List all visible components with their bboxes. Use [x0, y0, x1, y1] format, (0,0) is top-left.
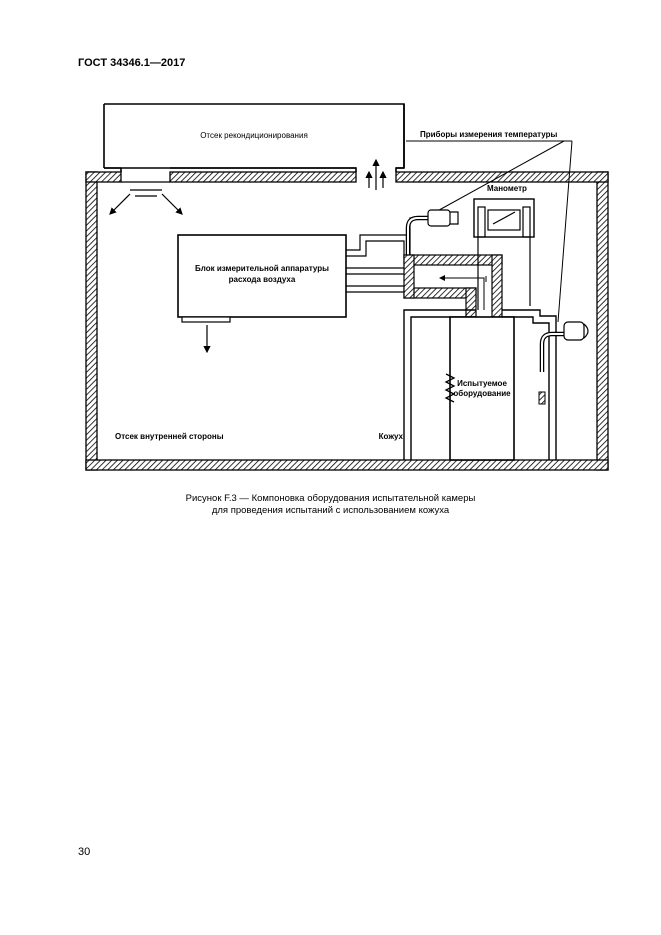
figure-caption: Рисунок F.3 — Компоновка оборудования ис… — [0, 493, 661, 517]
figure-caption-line2: для проведения испытаний с использование… — [211, 505, 450, 516]
document-standard-number: ГОСТ 34346.1—2017 — [78, 57, 186, 69]
test-equipment-label-line2: оборудование — [453, 389, 511, 398]
manometer: Манометр — [473, 184, 535, 310]
reconditioning-compartment: Отсек реконди­ционирования — [103, 103, 405, 172]
supply-diffuser — [109, 181, 183, 215]
inner-side-compartment-label: Отсек внутренней стороны — [115, 432, 224, 441]
temperature-devices-callout: Приборы измерения температуры — [406, 130, 573, 323]
test-equipment: Испытуемое оборудование — [444, 316, 515, 461]
reconditioning-label: Отсек реконди­ционирования — [200, 131, 308, 140]
airflow-unit-label-line2: расхода воздуха — [229, 275, 296, 284]
manometer-label: Манометр — [487, 184, 527, 193]
temperature-probe-upper — [405, 209, 459, 262]
casing-label: Кожух — [379, 432, 404, 441]
measurement-duct — [403, 254, 503, 318]
test-chamber-diagram: Отсек реконди­ционирования Приборы измер… — [85, 103, 609, 471]
airflow-measurement-unit: Блок измерительной аппаратуры расхода во… — [177, 234, 347, 354]
return-air-arrows — [365, 158, 387, 190]
chamber-walls — [85, 171, 609, 471]
temperature-probe-lower — [538, 321, 589, 405]
test-equipment-label-line1: Испытуемое — [457, 379, 507, 388]
page-number: 30 — [78, 846, 91, 858]
figure-caption-line1: Рисунок F.3 — Компоновка оборудования ис… — [185, 493, 476, 504]
temperature-devices-label: Приборы измерения температуры — [420, 130, 558, 139]
airflow-unit-label-line1: Блок измерительной аппаратуры — [195, 264, 329, 273]
